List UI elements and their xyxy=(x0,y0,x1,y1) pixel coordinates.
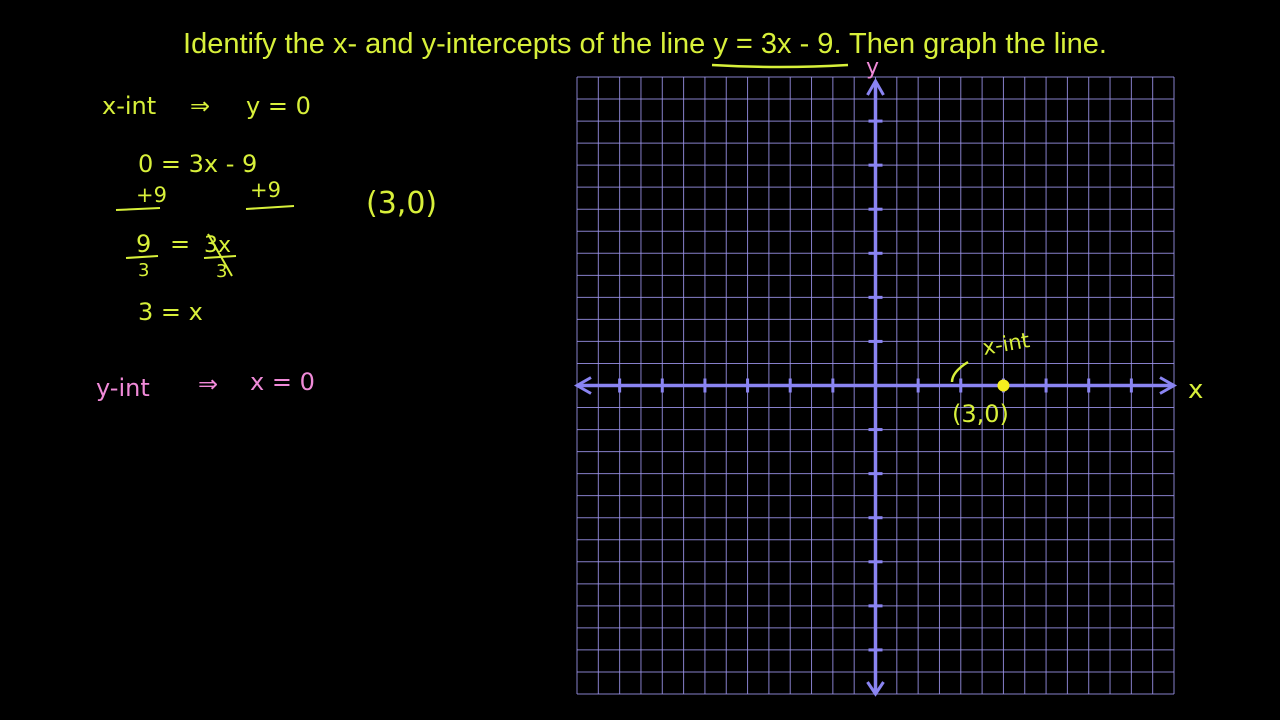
x-axis-arrow-right xyxy=(1159,376,1178,395)
work-yint-arrow: ⇒ xyxy=(198,370,218,398)
work-yint-condition: x = 0 xyxy=(250,368,315,396)
worked-solution: x-int ⇒ y = 0 0 = 3x - 9 +9 +9 (3,0) 9 3… xyxy=(96,92,437,402)
work-underline-left xyxy=(115,207,161,211)
svg-text:Identify the x- and y-intercep: Identify the x- and y-intercepts of the … xyxy=(183,28,1107,60)
work-frac-left-bar xyxy=(125,255,159,259)
axes xyxy=(573,77,1178,697)
work-frac-left-den: 3 xyxy=(138,260,149,281)
x-intercept-label: (3,0) xyxy=(952,400,1009,428)
x-intercept-point xyxy=(997,379,1010,392)
problem-text-before: Identify the x- and y-intercepts of the … xyxy=(183,28,713,60)
coordinate-plane: x y x-int (3,0) xyxy=(573,55,1203,697)
problem-text-after: . Then graph the line. xyxy=(833,28,1107,60)
intercept-pointer xyxy=(950,360,969,383)
work-xint-condition: y = 0 xyxy=(246,92,311,120)
x-axis-label: x xyxy=(1188,375,1203,405)
work-underline-right xyxy=(245,205,295,210)
work-xint-arrow: ⇒ xyxy=(190,92,210,120)
work-solution: 3 = x xyxy=(138,298,203,326)
work-cancel-mark xyxy=(207,233,233,277)
axis-ticks xyxy=(618,119,1133,652)
work-frac-right-num: 3x xyxy=(204,233,231,258)
work-add9-left: +9 xyxy=(136,183,167,207)
work-add9-right: +9 xyxy=(250,178,281,202)
problem-equation: y = 3x - 9 xyxy=(713,28,833,60)
x-intercept-note: x-int xyxy=(981,328,1032,360)
work-frac-equals: = xyxy=(170,230,190,258)
work-frac-left-num: 9 xyxy=(136,230,151,258)
x-axis-arrow-left xyxy=(573,376,592,395)
y-axis-label: y xyxy=(866,55,879,80)
y-axis-arrow-down xyxy=(866,681,885,697)
work-equation: 0 = 3x - 9 xyxy=(138,150,257,178)
work-result-point: (3,0) xyxy=(366,186,437,221)
problem-statement: Identify the x- and y-intercepts of the … xyxy=(183,28,1107,69)
work-frac-right-den: 3 xyxy=(216,261,227,282)
work-xint-label: x-int xyxy=(102,92,156,120)
y-axis-arrow-up xyxy=(866,77,885,96)
work-yint-label: y-int xyxy=(96,374,150,402)
equation-underline xyxy=(711,63,849,69)
